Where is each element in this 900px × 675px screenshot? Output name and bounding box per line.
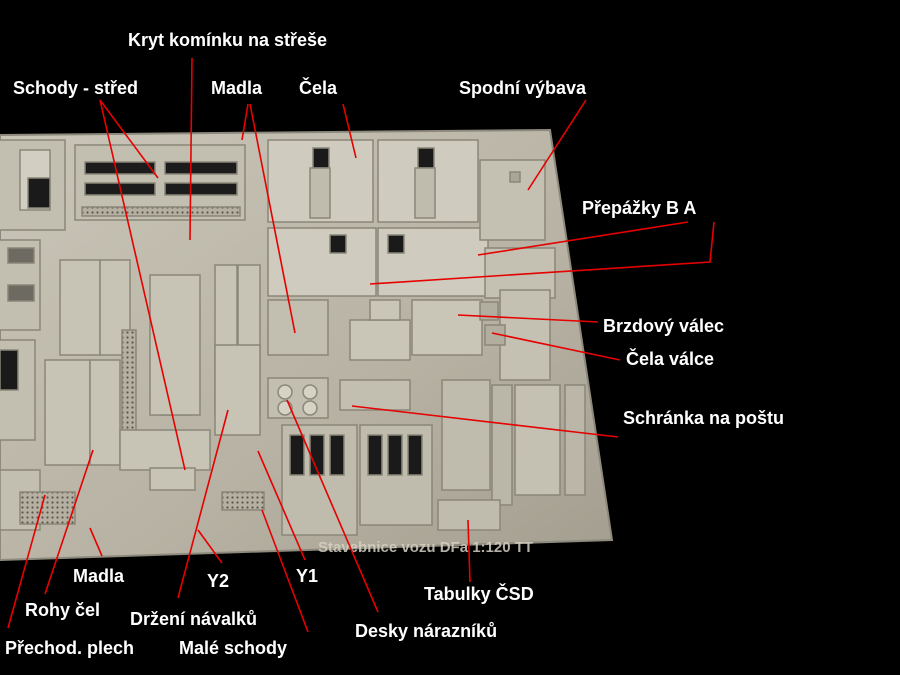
label-drzeni-navalku: Držení návalků: [130, 609, 258, 629]
brake-area: [349, 299, 506, 361]
label-madla-top: Madla: [211, 78, 263, 98]
sheet-engraving: Stavebnice vozu DFa 1:120 TT: [318, 539, 533, 556]
label-y1: Y1: [296, 566, 319, 586]
label-cela-valce: Čela válce: [626, 349, 715, 369]
label-schranka: Schránka na poštu: [623, 408, 785, 428]
label-tabulky: Tabulky ČSD: [424, 584, 534, 604]
label-desky-narazniku: Desky nárazníků: [355, 621, 498, 641]
label-schody-stred: Schody - střed: [13, 78, 139, 98]
label-madla-bottom: Madla: [73, 566, 125, 586]
label-brzdovy-valec: Brzdový válec: [603, 316, 725, 336]
label-spodni-vybava: Spodní výbava: [459, 78, 587, 98]
label-kryt-kominku: Kryt komínku na střeše: [128, 30, 328, 50]
left-parts: [0, 139, 66, 531]
label-rohy-cel: Rohy čel: [25, 600, 101, 620]
label-male-schody: Malé schody: [179, 638, 288, 658]
label-prechod-plech: Přechod. plech: [5, 638, 135, 658]
label-prepazky: Přepážky B A: [582, 198, 697, 218]
label-cela: Čela: [299, 78, 338, 98]
label-y2: Y2: [207, 571, 230, 591]
end-panels: [267, 139, 489, 297]
stairs-block: [74, 144, 246, 221]
